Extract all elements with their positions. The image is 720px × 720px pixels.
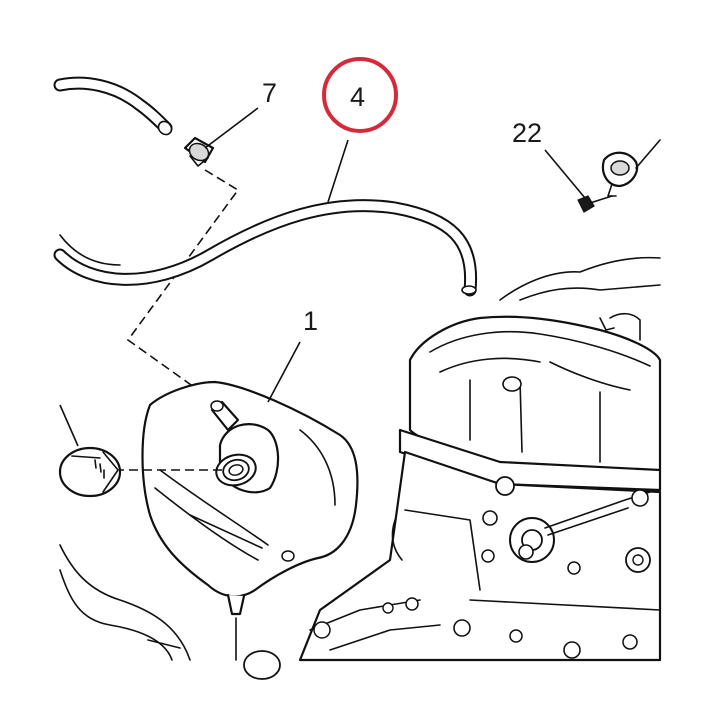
callout-bolt-number: 22	[512, 118, 542, 148]
clamp-part-7	[183, 136, 215, 167]
callout-clip-number: 7	[262, 78, 277, 108]
callout-hose-number: 4	[350, 82, 365, 112]
lower-left-body	[59, 544, 281, 680]
assembly-line-clip	[126, 169, 240, 403]
clip-leader	[204, 107, 259, 149]
background-hose-left	[59, 234, 121, 266]
vent-hose-part-4	[53, 199, 478, 297]
hose-leader	[327, 139, 349, 203]
callout-tank-number: 1	[303, 306, 318, 336]
filler-cap	[58, 446, 122, 498]
expansion-tank-part-1	[141, 380, 359, 661]
bolt-part-22	[577, 139, 661, 213]
bolt-leader	[544, 149, 586, 199]
engine-assembly	[298, 256, 662, 662]
highlight-circle	[322, 57, 398, 133]
cap-leader	[59, 404, 79, 447]
tank-leader	[267, 341, 301, 403]
upper-hose	[53, 76, 173, 136]
